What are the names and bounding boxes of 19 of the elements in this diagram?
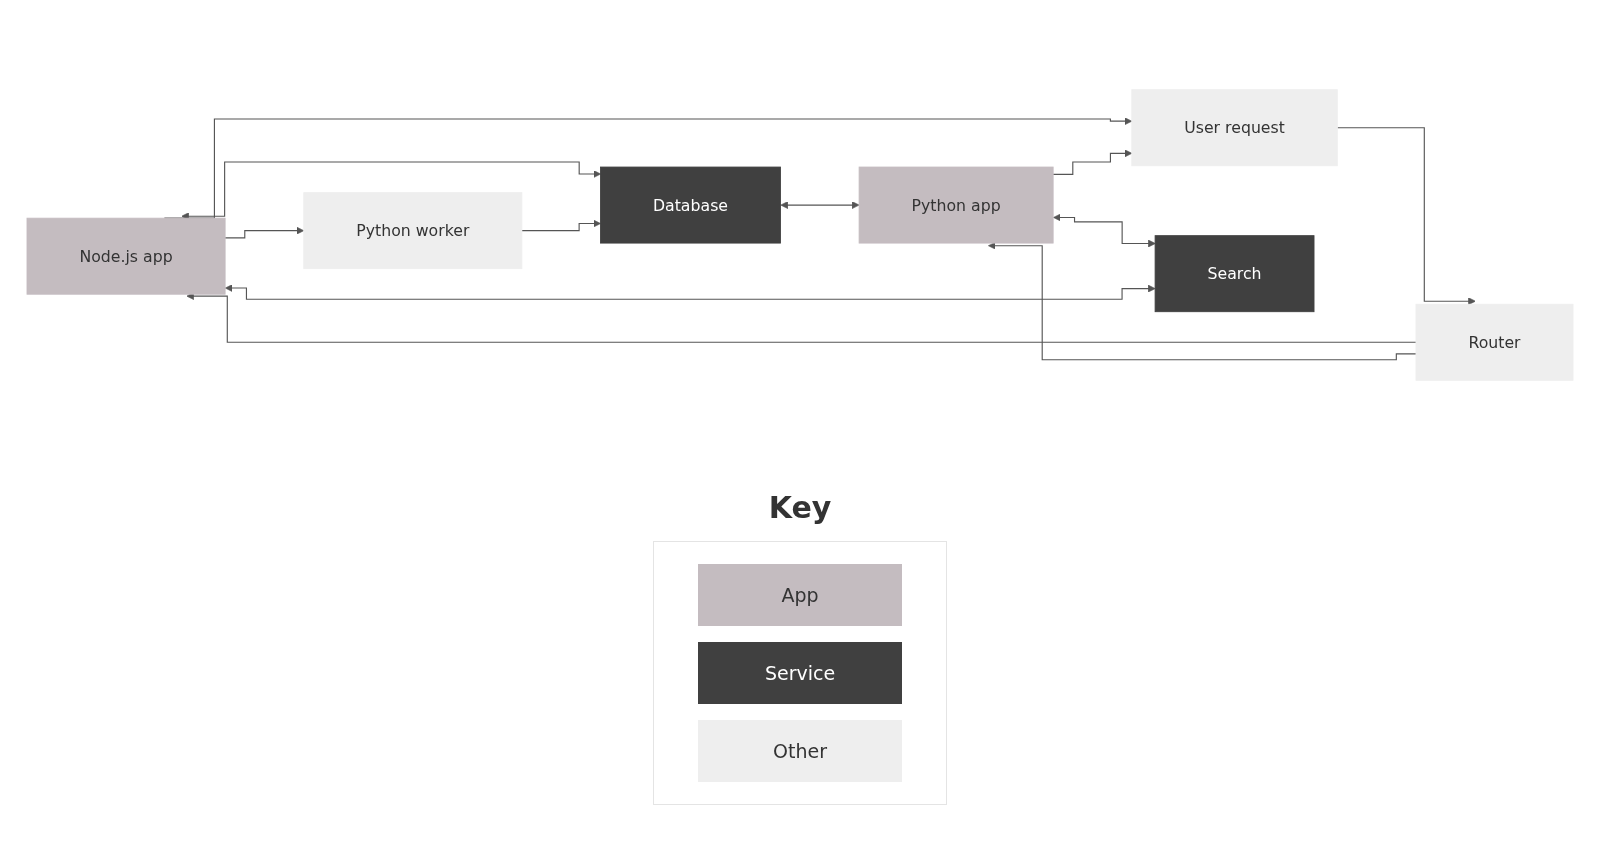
legend-title: Key [768,490,832,525]
node-box: Search [1154,235,1315,313]
node-box: User request [1131,89,1338,167]
legend-swatch: App [698,564,902,626]
node-box: Router [1415,303,1574,381]
arrow [186,292,1417,343]
node-box: Python app [858,166,1054,244]
arrow [780,201,860,209]
arrow [1052,149,1133,175]
node-box: Node.js app [26,217,226,295]
node-box: Database [600,166,781,244]
arrow [224,284,1156,300]
arrow [521,219,601,232]
arrow [1336,127,1476,306]
node-box: Python worker [303,192,523,270]
arrow [1053,213,1156,248]
arrow [224,226,305,239]
legend-swatch: Other [698,720,902,782]
legend-swatch: Service [698,642,902,704]
